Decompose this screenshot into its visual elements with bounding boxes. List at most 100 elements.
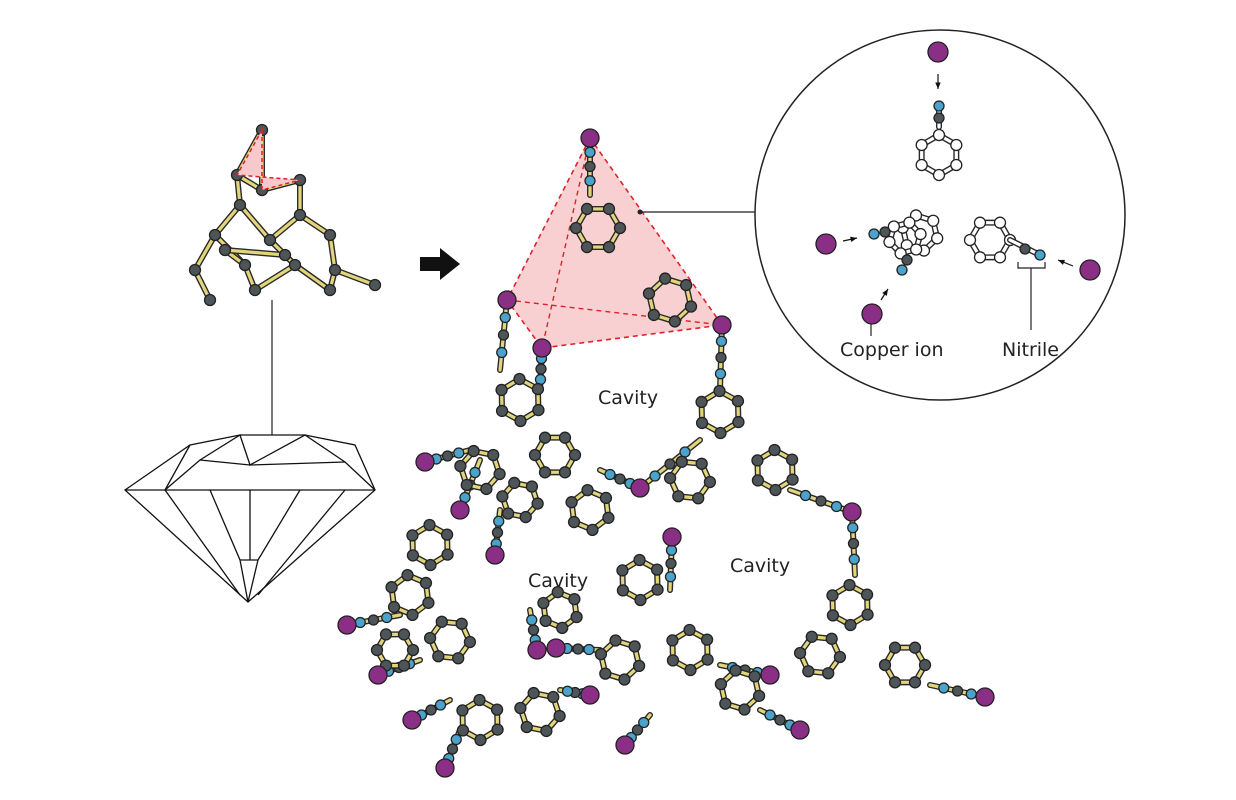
carbon-atom <box>565 496 578 509</box>
carbon-atom <box>452 652 465 665</box>
carbon-atom <box>664 458 676 470</box>
carbon-atom <box>473 693 486 707</box>
carbon-atom <box>908 641 922 654</box>
nitrogen-atom <box>354 616 366 629</box>
nitrogen-atom <box>896 264 908 276</box>
nitrogen-atom <box>638 716 650 729</box>
carbon-atom <box>441 548 454 561</box>
carbon-atom <box>951 685 964 697</box>
nitrogen-atom <box>847 522 859 534</box>
carbon-atom <box>915 138 928 152</box>
nitrogen-atom <box>584 146 596 158</box>
carbon-atom <box>731 394 745 408</box>
nitrogen-atom <box>583 643 595 656</box>
carbon-atom <box>401 569 414 582</box>
carbon-atom <box>932 128 946 142</box>
nitrogen-atom <box>604 468 616 481</box>
carbon-atom <box>581 484 594 497</box>
carbon-atom <box>496 490 509 503</box>
carbon-atom <box>599 491 613 505</box>
carbon-atom <box>715 351 727 364</box>
copper-ion <box>532 338 552 358</box>
copper-ion <box>975 687 995 707</box>
carbon-atom <box>454 459 467 473</box>
carbon-atom <box>950 138 963 152</box>
carbon-atom <box>425 704 437 716</box>
nitrogen-atom <box>933 100 945 112</box>
carbon-atom <box>568 592 581 606</box>
carbon-atom <box>513 372 526 386</box>
carbon-atom <box>553 709 566 723</box>
carbon-atom <box>752 689 766 703</box>
carbon-atom <box>786 473 799 486</box>
carbon-atom <box>802 665 815 678</box>
nitrogen-atom <box>526 614 538 626</box>
copper-ion <box>415 452 435 472</box>
carbon-atom <box>888 676 902 689</box>
diamond-gem-icon <box>123 434 376 603</box>
carbon-atom <box>293 208 307 222</box>
carbon-atom <box>419 576 433 590</box>
carbon-atom <box>751 474 765 487</box>
carbon-atom <box>218 243 232 257</box>
nitrogen-atom <box>493 515 505 527</box>
carbon-atom <box>672 490 685 503</box>
copper-ion <box>842 502 862 522</box>
carbon-atom <box>993 251 1007 264</box>
carbon-atom <box>602 511 615 524</box>
carbon-atom <box>278 248 292 262</box>
carbon-atom <box>406 529 419 542</box>
carbon-atom <box>520 720 533 734</box>
nitrogen-atom <box>1034 249 1046 261</box>
carbon-atom <box>531 382 545 396</box>
copper-ion <box>615 735 635 755</box>
carbon-atom <box>568 448 582 462</box>
linker-molecule <box>815 41 1101 325</box>
carbon-atom <box>370 643 384 657</box>
carbon-atom <box>878 658 892 672</box>
inset-circle <box>754 29 1126 401</box>
carbon-atom <box>915 158 928 172</box>
carbon-atom <box>490 703 504 716</box>
carbon-atom <box>931 232 944 245</box>
carbon-atom <box>323 228 337 242</box>
carbon-atom <box>751 454 764 467</box>
carbon-atom <box>692 492 705 505</box>
nitrogen-atom <box>848 553 860 565</box>
carbon-atom <box>729 664 742 677</box>
carbon-atom <box>423 631 437 645</box>
carbon-atom <box>684 663 697 677</box>
carbon-atom <box>525 480 539 493</box>
arrowhead-icon <box>1058 259 1065 265</box>
carbon-atom <box>572 643 584 655</box>
carbon-atom <box>203 293 217 307</box>
carbon-atom <box>441 450 454 462</box>
copper-ion <box>760 665 780 685</box>
carbon-atom <box>558 431 572 444</box>
cavity-label: Cavity <box>598 387 658 409</box>
carbon-atom <box>658 272 672 285</box>
copper-ion <box>497 290 517 310</box>
carbon-atom <box>888 641 902 654</box>
carbon-atom <box>993 216 1007 229</box>
carbon-atom <box>675 455 688 468</box>
carbon-atom <box>387 600 401 614</box>
carbon-atom <box>567 515 581 529</box>
copper-ion <box>580 685 600 705</box>
nitrogen-atom <box>496 346 508 359</box>
carbon-atom <box>528 448 542 462</box>
carbon-atom <box>487 448 500 462</box>
carbon-atom <box>714 677 728 691</box>
carbon-atom <box>684 300 698 313</box>
carbon-atom <box>826 609 840 622</box>
carbon-atom <box>665 557 677 570</box>
diamond-lattice <box>188 123 382 307</box>
carbon-atom <box>683 623 696 637</box>
carbon-atom <box>695 416 709 430</box>
carbon-atom <box>446 743 459 755</box>
carbon-atom <box>580 202 594 216</box>
carbon-atom <box>647 308 661 322</box>
bond <box>253 263 297 292</box>
carbon-atom <box>508 476 521 490</box>
